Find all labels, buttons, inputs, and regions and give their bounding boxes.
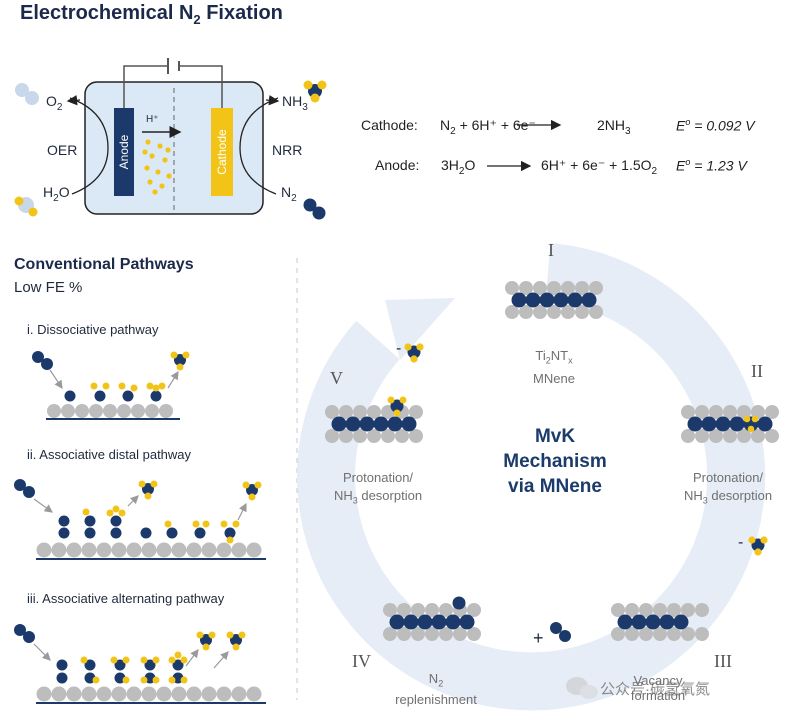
protonation-label-left: Protonation/ NH3 desorption (333, 470, 423, 506)
cathode-electrode (211, 108, 233, 196)
minus-sign-right: - (738, 534, 744, 551)
cathode-eq-potential: Eo = 0.092 V (676, 117, 755, 134)
anode-electrode (114, 108, 134, 196)
watermark-text: 公众号·碳氢氧氮 (600, 681, 710, 698)
stage-label-iv: IV (352, 651, 371, 671)
nh3-molecule-icon (303, 80, 327, 103)
plus-sign: + (533, 628, 544, 648)
nh3-released-right-icon (748, 536, 768, 556)
h2o-label: H2O (43, 184, 70, 204)
cathode-eq-reactants: N2 + 6H⁺ + 6e⁻ (440, 117, 536, 137)
nh3-label: NH3 (282, 93, 308, 113)
oer-label: OER (47, 142, 78, 158)
n2-molecule-icon (303, 198, 326, 220)
conventional-subheading: Low FE % (14, 279, 83, 296)
pathway-label-alternating: iii. Associative alternating pathway (27, 591, 225, 606)
electrochemical-cell (66, 58, 280, 215)
mnene-label: Ti2NTx MNene (533, 348, 575, 386)
o2-label: O2 (46, 93, 63, 113)
stage-label-iii: III (714, 651, 732, 671)
cathode-eq-products: 2NH3 (597, 117, 631, 137)
mnene-slab-stage-3 (611, 603, 709, 641)
n2-label: N2 (281, 184, 297, 204)
stage-label-i: I (548, 240, 554, 260)
cathode-eq-label: Cathode: (361, 117, 418, 133)
nrr-label: NRR (272, 142, 303, 158)
figure-title: Electrochemical N2 Fixation (20, 2, 283, 27)
anode-eq-potential: Eo = 1.23 V (676, 157, 747, 174)
anode-eq-reactants: 3H2O (441, 157, 476, 177)
h2o-molecule-icon (14, 196, 38, 217)
distal-pathway-graphic (14, 479, 266, 560)
dissociative-pathway-graphic (32, 351, 190, 420)
stage-label-v: V (330, 368, 343, 388)
cathode-label: Cathode (215, 129, 229, 175)
cycle-arrow-ring (297, 243, 766, 711)
anode-eq-products: 6H⁺ + 6e⁻ + 1.5O2 (541, 157, 658, 177)
mnene-slab-stage-2 (681, 405, 779, 443)
stage-label-ii: II (751, 361, 763, 381)
alternating-pathway-graphic (14, 624, 266, 704)
mnene-slab-stage-1 (505, 281, 603, 319)
wechat-watermark-icon (566, 677, 598, 699)
replenishment-label: N2 replenishment (395, 671, 477, 707)
n2-incoming-icon (550, 622, 571, 642)
mnene-slab-stage-4 (383, 596, 481, 641)
mnene-slab-stage-5 (325, 396, 423, 443)
protonation-label-right: Protonation/ NH3 desorption (683, 470, 773, 506)
pathway-label-distal: ii. Associative distal pathway (27, 447, 192, 462)
proton-label: H⁺ (146, 114, 159, 125)
pathway-label-dissociative: i. Dissociative pathway (27, 322, 159, 337)
o2-molecule-icon (15, 83, 39, 105)
nh3-released-top-icon (404, 343, 424, 363)
proton-dots (142, 139, 172, 195)
conventional-heading: Conventional Pathways (14, 256, 194, 273)
minus-sign-top: - (396, 340, 402, 357)
anode-eq-label: Anode: (375, 157, 420, 173)
anode-label: Anode (117, 134, 131, 170)
